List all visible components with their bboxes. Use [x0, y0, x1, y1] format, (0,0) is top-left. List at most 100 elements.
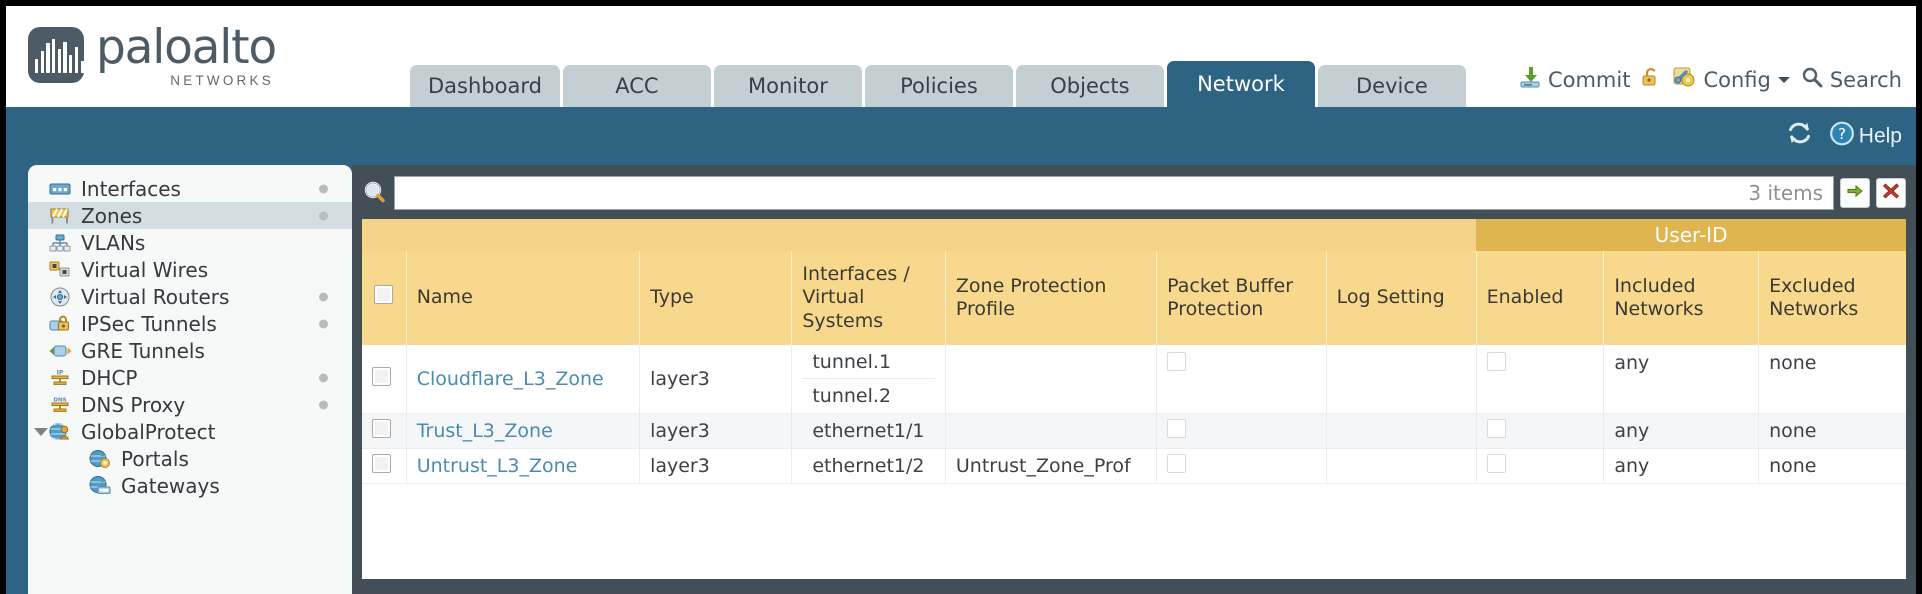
help-button[interactable]: ? Help	[1829, 120, 1902, 152]
sidebar: Interfaces Zones	[6, 165, 352, 594]
sidebar-item-label: Virtual Routers	[81, 284, 230, 309]
virtual-router-icon	[48, 287, 72, 306]
group-header-spacer	[362, 219, 1477, 251]
row-select-cell[interactable]	[362, 413, 407, 449]
table-row[interactable]: Trust_L3_Zone layer3 ethernet1/1	[362, 413, 1907, 449]
clear-filter-button[interactable]	[1876, 178, 1907, 208]
cell-log-setting	[1325, 413, 1477, 449]
tab-network[interactable]: Network	[1166, 61, 1315, 107]
sidebar-item-portals[interactable]: Portals	[28, 445, 352, 472]
tab-policies[interactable]: Policies	[864, 65, 1013, 107]
select-all-header[interactable]	[362, 251, 407, 345]
gre-tunnel-icon	[48, 341, 72, 360]
tab-objects[interactable]: Objects	[1015, 65, 1164, 107]
packet-buffer-protection-checkbox[interactable]	[1167, 454, 1187, 473]
gateways-icon	[88, 476, 112, 495]
table-row[interactable]: Cloudflare_L3_Zone layer3 tunnel.1 tunne…	[362, 345, 1907, 414]
sub-toolbar-actions: ? Help	[1786, 120, 1902, 153]
tab-device[interactable]: Device	[1317, 65, 1466, 107]
tab-acc[interactable]: ACC	[562, 65, 711, 107]
sidebar-item-zones[interactable]: Zones	[28, 202, 352, 229]
cell-name[interactable]: Untrust_L3_Zone	[405, 448, 640, 484]
dns-proxy-icon: DNS	[48, 395, 72, 414]
column-header-zone-protection-profile[interactable]: Zone Protection Profile	[944, 251, 1157, 345]
column-header-type[interactable]: Type	[639, 251, 792, 345]
sidebar-item-vlans[interactable]: VLANs	[28, 229, 352, 256]
cell-name[interactable]: Cloudflare_L3_Zone	[405, 345, 640, 414]
search-input[interactable]: 3 items	[394, 176, 1835, 210]
red-x-icon	[1881, 181, 1901, 206]
packet-buffer-protection-checkbox[interactable]	[1167, 352, 1187, 371]
sidebar-item-label: VLANs	[81, 230, 146, 255]
cell-userid-enabled[interactable]	[1475, 345, 1604, 414]
cell-userid-enabled[interactable]	[1475, 413, 1604, 449]
userid-enabled-checkbox[interactable]	[1486, 352, 1506, 371]
table-row[interactable]: Untrust_L3_Zone layer3 ethernet1/2 Untru…	[362, 448, 1907, 484]
zone-link[interactable]: Untrust_L3_Zone	[416, 455, 578, 477]
column-header-interfaces[interactable]: Interfaces / Virtual Systems	[791, 251, 946, 345]
cell-packet-buffer-protection[interactable]	[1156, 448, 1327, 484]
zone-link[interactable]: Trust_L3_Zone	[416, 420, 553, 442]
sidebar-item-dhcp[interactable]: IP DHCP	[28, 364, 352, 391]
row-checkbox[interactable]	[372, 367, 391, 386]
expand-collapse-caret-icon[interactable]	[34, 427, 48, 436]
header-actions: Commit C	[1518, 64, 1902, 95]
userid-enabled-checkbox[interactable]	[1486, 419, 1506, 438]
status-dot	[319, 400, 328, 409]
cell-packet-buffer-protection[interactable]	[1156, 345, 1327, 414]
commit-button[interactable]: Commit	[1518, 65, 1630, 95]
cell-userid-enabled[interactable]	[1475, 448, 1604, 484]
svg-text:DNS: DNS	[53, 397, 66, 403]
column-header-name[interactable]: Name	[405, 251, 640, 345]
sidebar-item-virtual-wires[interactable]: Virtual Wires	[28, 256, 352, 283]
dhcp-icon: IP	[48, 368, 72, 387]
green-arrow-icon	[1845, 181, 1865, 206]
cell-zone-protection-profile	[944, 345, 1157, 414]
sidebar-item-gre-tunnels[interactable]: GRE Tunnels	[28, 337, 352, 364]
tab-monitor[interactable]: Monitor	[713, 65, 862, 107]
sidebar-item-label: IPSec Tunnels	[81, 311, 217, 336]
column-header-log-setting[interactable]: Log Setting	[1325, 251, 1477, 345]
column-header-included-networks[interactable]: Included Networks	[1603, 251, 1759, 345]
apply-filter-button[interactable]	[1840, 178, 1871, 208]
padlock-icon[interactable]	[1639, 65, 1663, 95]
column-header-userid-enabled[interactable]: Enabled	[1475, 251, 1604, 345]
refresh-icon[interactable]	[1786, 120, 1813, 153]
status-dot	[319, 373, 328, 382]
sidebar-item-globalprotect[interactable]: GlobalProtect	[28, 418, 352, 445]
zone-link[interactable]: Cloudflare_L3_Zone	[416, 368, 604, 390]
magnifier-icon[interactable]	[362, 180, 388, 206]
zones-table-container: User-ID Name Type Interfaces / Virtual S…	[362, 219, 1907, 579]
row-checkbox[interactable]	[372, 454, 391, 473]
row-select-cell[interactable]	[362, 448, 407, 484]
vlans-icon	[48, 233, 72, 252]
config-menu[interactable]: Config	[1672, 64, 1790, 95]
cell-name[interactable]: Trust_L3_Zone	[405, 413, 640, 449]
sidebar-item-ipsec-tunnels[interactable]: IPSec Tunnels	[28, 310, 352, 337]
sidebar-item-virtual-routers[interactable]: Virtual Routers	[28, 283, 352, 310]
search-button[interactable]: Search	[1800, 65, 1902, 95]
row-select-cell[interactable]	[362, 345, 407, 414]
table-header-row: Name Type Interfaces / Virtual Systems Z…	[362, 251, 1907, 345]
cell-included-networks: any	[1603, 345, 1759, 414]
column-header-excluded-networks[interactable]: Excluded Networks	[1758, 251, 1907, 345]
sidebar-item-gateways[interactable]: Gateways	[28, 472, 352, 499]
cell-packet-buffer-protection[interactable]	[1156, 413, 1327, 449]
cell-zone-protection-profile	[944, 413, 1157, 449]
sidebar-item-label: DHCP	[81, 365, 138, 390]
tab-dashboard[interactable]: Dashboard	[410, 65, 560, 107]
config-wrench-icon	[1672, 64, 1697, 95]
cell-interfaces: ethernet1/1	[791, 413, 946, 449]
sidebar-item-dns-proxy[interactable]: DNS DNS Proxy	[28, 391, 352, 418]
paloalto-logo-mark-icon	[28, 27, 84, 84]
userid-enabled-checkbox[interactable]	[1486, 454, 1506, 473]
row-checkbox[interactable]	[372, 419, 391, 438]
cell-type: layer3	[639, 345, 792, 414]
interface-entry: tunnel.2	[812, 385, 892, 407]
sidebar-item-label: Virtual Wires	[81, 257, 209, 282]
sidebar-item-label: Portals	[121, 446, 189, 471]
packet-buffer-protection-checkbox[interactable]	[1167, 419, 1187, 438]
column-header-packet-buffer-protection[interactable]: Packet Buffer Protection	[1156, 251, 1327, 345]
select-all-checkbox[interactable]	[374, 285, 393, 305]
sidebar-item-interfaces[interactable]: Interfaces	[28, 175, 352, 202]
